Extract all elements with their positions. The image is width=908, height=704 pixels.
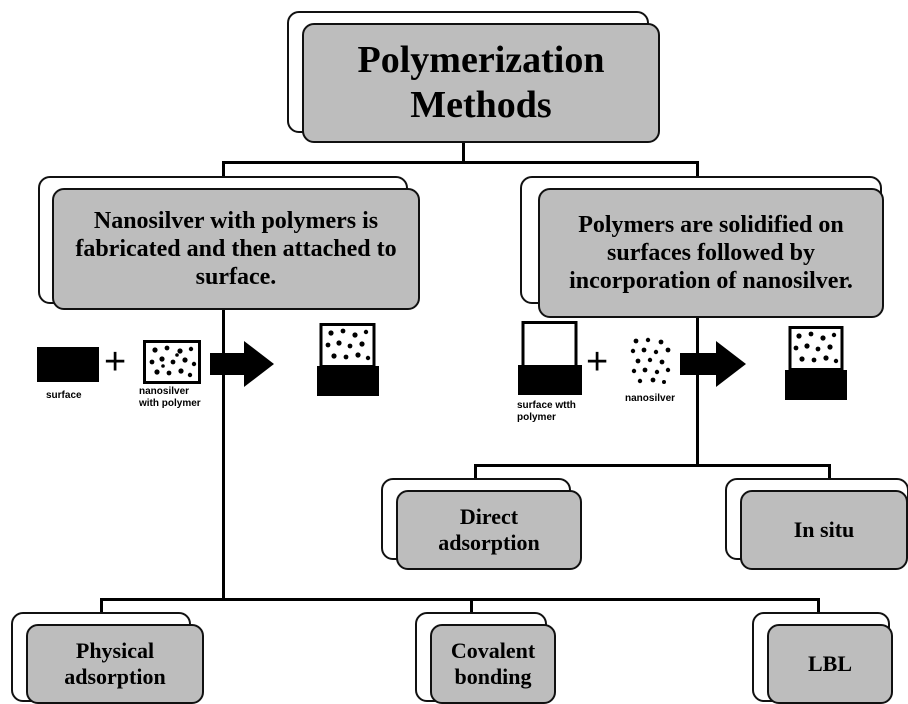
- left-nanosilver-label: nanosilver with polymer: [139, 386, 201, 409]
- connector-to-lbl: [817, 598, 820, 612]
- right-arrow-icon: [680, 341, 746, 387]
- right-nanosilver-label: nanosilver: [625, 393, 676, 404]
- root-title-line2: Methods: [410, 84, 552, 126]
- right-result-icon: [785, 326, 847, 400]
- connector-right-horizontal: [474, 464, 831, 467]
- right-surface-label: surface wtth polymer: [517, 400, 576, 423]
- connector-root-down: [462, 143, 465, 163]
- connector-left-trunk: [222, 300, 225, 600]
- connector-bottom-horizontal: [100, 598, 820, 601]
- left-result-icon: [317, 323, 379, 396]
- right-surface-polymer-icon: [518, 321, 582, 395]
- root-title-line1: Polymerization: [357, 39, 605, 82]
- left-nanosilver-box: [143, 340, 201, 384]
- connector-to-physical: [100, 598, 103, 612]
- right-plus-sign: +: [586, 341, 609, 383]
- right-nanosilver-particles-icon: [630, 337, 671, 384]
- left-branch-text: Nanosilver with polymers is fabricated a…: [75, 207, 397, 291]
- left-surface-label: surface: [46, 390, 82, 401]
- left-arrow-icon: [210, 341, 274, 387]
- right-branch-text: Polymers are solidified on surfaces foll…: [569, 211, 853, 295]
- connector-to-covalent: [470, 598, 473, 612]
- left-plus-sign: +: [104, 341, 127, 383]
- connector-to-direct: [474, 464, 477, 478]
- connector-top-horizontal: [222, 161, 699, 164]
- connector-right-trunk: [696, 310, 699, 467]
- connector-to-insitu: [828, 464, 831, 478]
- left-surface-block: [37, 347, 99, 382]
